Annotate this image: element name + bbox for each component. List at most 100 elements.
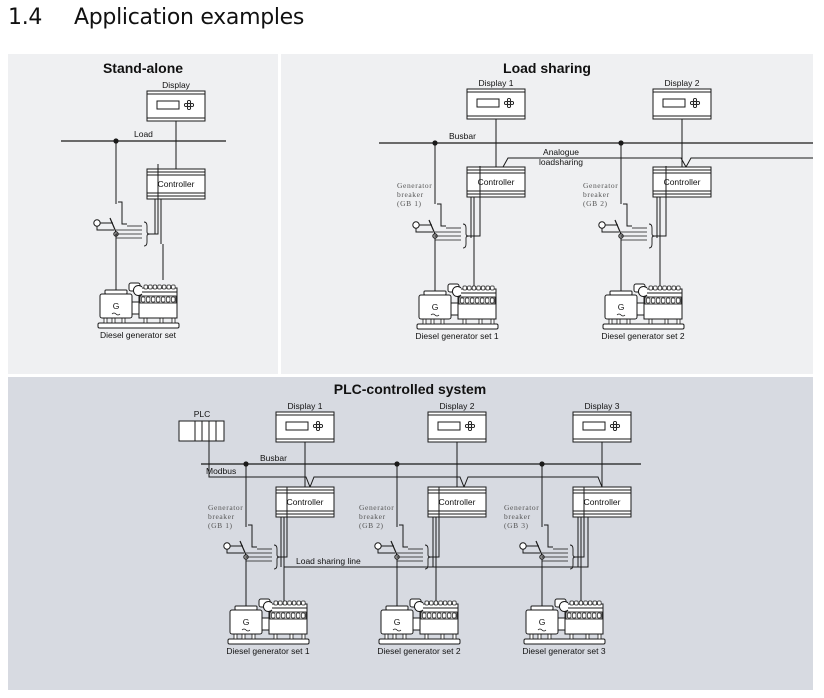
- display-screen: [662, 98, 686, 108]
- turbo-icon: [263, 601, 273, 612]
- genset-label: Diesel generator set 1: [226, 646, 309, 656]
- load-sharing-label: Load sharing line: [296, 556, 361, 566]
- generator-breaker: [519, 487, 585, 570]
- turbo-icon: [414, 601, 424, 612]
- display-unit: Display 2: [652, 78, 712, 120]
- keypad-key: [467, 423, 473, 429]
- valve-cover: [662, 285, 667, 291]
- skid-foot: [289, 633, 294, 640]
- breaker-link: [415, 228, 433, 233]
- controller-label: Controller: [439, 497, 476, 507]
- breaker-aux-contact: [118, 201, 127, 225]
- plc-diagram: PLC-controlled systemPLCBusbarModbusLoad…: [178, 381, 641, 656]
- controller-unit: Controller: [572, 486, 632, 518]
- cylinder: [490, 297, 495, 304]
- cylinder: [452, 612, 457, 619]
- generator-symbol-icon: G: [539, 617, 546, 627]
- skid-foot: [547, 633, 552, 640]
- controller-unit: Controller: [466, 166, 526, 198]
- generator-breaker: [223, 487, 288, 570]
- breaker-aux-contact: [399, 524, 408, 548]
- controller-unit: Controller: [652, 166, 712, 198]
- valve-cover: [447, 600, 452, 606]
- display-label: Display 3: [585, 401, 620, 411]
- genset-label: Diesel generator set 2: [601, 331, 684, 341]
- keypad-key: [612, 423, 618, 429]
- skid-foot: [440, 318, 445, 325]
- coupling: [131, 301, 140, 315]
- breaker-handle-icon: [598, 221, 606, 229]
- skid-foot: [569, 633, 574, 640]
- display-label: Display 2: [665, 78, 700, 88]
- cylinder: [166, 296, 171, 303]
- skid-foot: [452, 633, 457, 640]
- display-label: Display 2: [440, 401, 475, 411]
- breaker-blade: [390, 540, 398, 556]
- turbo-icon: [133, 285, 143, 296]
- valve-cover: [490, 285, 495, 291]
- skid-foot: [597, 633, 602, 640]
- cylinder: [460, 297, 465, 304]
- cylinder: [276, 612, 281, 619]
- genset-label: Diesel generator set 3: [522, 646, 605, 656]
- valve-cover: [273, 600, 278, 606]
- valve-cover: [583, 600, 588, 606]
- valve-cover: [162, 284, 167, 290]
- cylinder: [567, 612, 572, 619]
- valve-cover: [667, 285, 672, 291]
- cylinder: [427, 612, 432, 619]
- breaker-label: breaker: [359, 512, 386, 521]
- skid-foot: [159, 317, 164, 324]
- skid-foot: [103, 317, 108, 324]
- breaker-blade: [428, 219, 436, 235]
- turbo-icon: [638, 286, 648, 297]
- skid-base: [523, 638, 606, 645]
- section-title: Application examples: [74, 5, 305, 30]
- breaker-label: Generator: [359, 503, 394, 512]
- keypad-key: [186, 102, 192, 108]
- cylinder: [422, 612, 427, 619]
- cylinder: [296, 612, 301, 619]
- signal-brace: [143, 221, 151, 247]
- cylinder: [480, 297, 485, 304]
- breaker-label: (GB 1): [397, 199, 422, 208]
- modbus-label: Modbus: [206, 466, 236, 476]
- breaker-label: breaker: [504, 512, 531, 521]
- keypad-key: [692, 100, 698, 106]
- cylinder: [470, 297, 475, 304]
- valve-cover: [433, 600, 439, 606]
- signal-to-controller: [576, 487, 585, 558]
- cylinder: [447, 612, 452, 619]
- display-screen: [156, 100, 180, 110]
- display-unit: Display 2: [427, 401, 487, 443]
- cylinder: [156, 296, 161, 303]
- signal-brace: [648, 223, 656, 249]
- valve-cover: [282, 600, 288, 606]
- controller-box: [572, 486, 632, 518]
- breaker-handle-icon: [519, 542, 527, 550]
- skid-foot: [608, 318, 613, 325]
- controller-label: Controller: [158, 179, 195, 189]
- valve-cover: [578, 600, 584, 606]
- valve-cover: [569, 600, 574, 606]
- skid-foot: [478, 318, 483, 325]
- breaker-aux-contact: [437, 203, 446, 227]
- ac-tilde-icon: [616, 313, 626, 317]
- skid-base: [378, 638, 461, 645]
- skid-foot: [490, 318, 495, 325]
- controller-box: [146, 168, 206, 200]
- breaker-blade: [239, 540, 247, 556]
- generator-breaker: [412, 166, 481, 249]
- plc-label: PLC: [194, 409, 211, 419]
- cylinder: [141, 296, 146, 303]
- valve-cover: [574, 600, 579, 606]
- cylinder: [651, 297, 656, 304]
- link-label: Analogue: [543, 147, 579, 157]
- valve-cover: [471, 285, 477, 291]
- skid-foot: [121, 317, 126, 324]
- valve-cover: [157, 284, 162, 290]
- display-unit: Display 3: [572, 401, 632, 443]
- valve-cover: [671, 285, 676, 291]
